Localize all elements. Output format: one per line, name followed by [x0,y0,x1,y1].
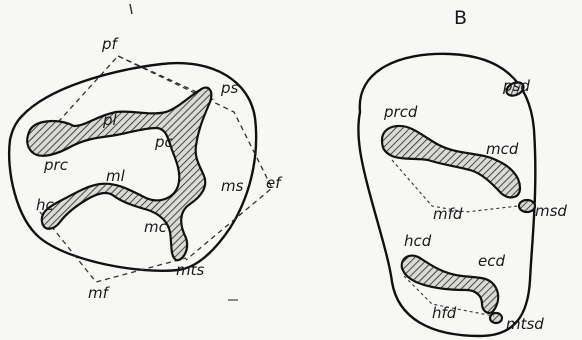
label-prc: prc [43,156,69,174]
label-psd: psd [502,77,530,95]
label-mfd: mfd [433,205,463,223]
label-mc: mc [144,218,168,236]
scan-mark [130,4,132,14]
panel-b-title: B [454,7,467,29]
right-tooth [359,54,536,336]
label-ms: ms [221,177,244,195]
label-pc: pc [154,133,174,151]
crest-prcd-mcd [382,126,520,197]
label-pf: pf [101,35,120,53]
label-msd: msd [535,202,567,220]
label-pl: pl [102,111,118,129]
cusp-mtsd [490,313,502,323]
label-hc: hc [36,196,55,214]
label-hfd: hfd [432,304,457,322]
label-prcd: prcd [383,103,418,121]
cusp-msd [519,200,535,212]
label-ef: ef [266,174,283,192]
label-mts: mts [176,261,204,279]
label-ecd: ecd [478,252,505,270]
label-mtsd: mtsd [506,315,544,333]
label-mf: mf [88,284,111,302]
label-mcd: mcd [486,140,519,158]
label-ps: ps [220,79,239,97]
label-ml: ml [106,167,126,185]
label-hcd: hcd [404,232,432,250]
